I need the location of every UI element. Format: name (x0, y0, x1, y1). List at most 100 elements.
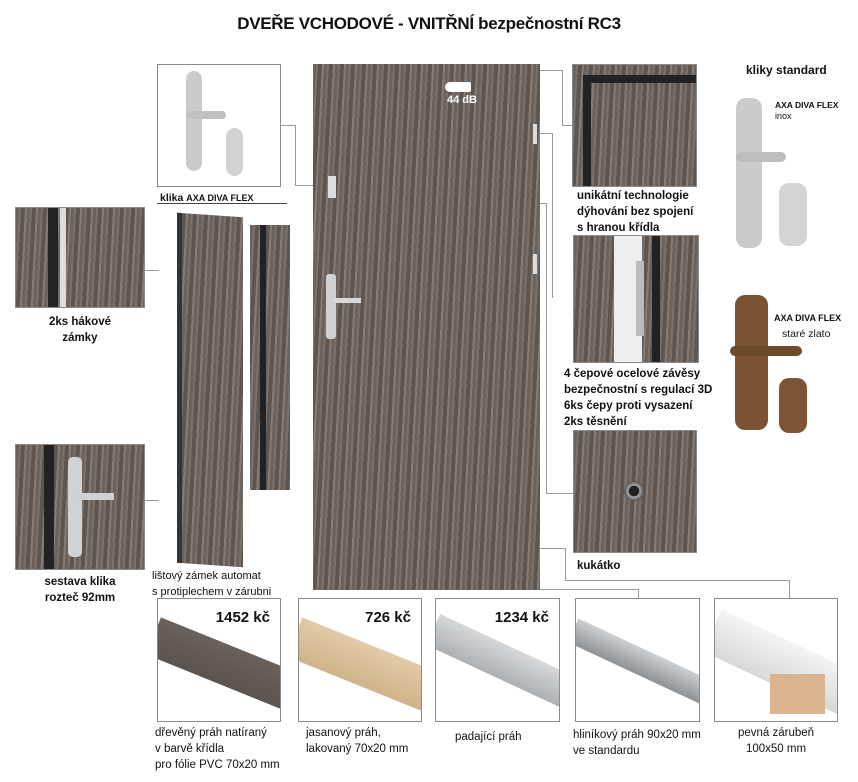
frame-edge (44, 445, 54, 569)
strip-lock-caption: lištový zámek automat s protiplechem v zá… (152, 568, 271, 600)
inox-escutcheon-icon (779, 183, 807, 246)
frame-image (250, 225, 290, 490)
divider (157, 203, 287, 204)
inox-handle-finish: inox (775, 111, 792, 121)
handle-caption: klika AXA DIVA FLEX (160, 190, 253, 206)
handle-set-image (15, 444, 145, 570)
connector-line (295, 185, 330, 186)
connector-line (565, 548, 566, 580)
caption-line: unikátní technologie (577, 190, 689, 202)
hook-lock-caption: 2ks hákové zámky (15, 314, 145, 346)
gold-handle-plate-icon (735, 295, 768, 430)
connector-line (546, 493, 573, 494)
handle-image-box (157, 64, 281, 187)
handle-caption-prefix: klika (160, 192, 184, 204)
caption-line: 100x50 mm (745, 743, 807, 755)
gold-handle-finish: staré zlato (782, 328, 831, 340)
caption-line: dřevěný práh natíraný (155, 727, 267, 739)
veneer-caption: unikátní technologie dýhování bez spojení… (577, 188, 693, 236)
connector-line (495, 589, 638, 590)
connector-line (552, 133, 553, 298)
hook-lock-image (15, 207, 145, 308)
connector-line (638, 589, 639, 598)
escutcheon-icon (226, 128, 243, 176)
handle-caption-brand: AXA DIVA FLEX (186, 193, 254, 203)
fixed-frame (714, 598, 838, 722)
frame-caption: pevná zárubeň 100x50 mm (714, 725, 838, 757)
threshold-image (299, 617, 421, 713)
caption-line: 4 čepové ocelové závěsy (564, 368, 701, 380)
door-side-image (177, 212, 243, 568)
caption-line: lakovaný 70x20 mm (306, 743, 409, 755)
page-title: DVEŘE VCHODOVÉ - VNITŘNÍ bezpečnostní RC… (237, 14, 621, 33)
connector-line (565, 580, 789, 581)
threshold-image (436, 613, 559, 709)
caption-line: 6ks čepy proti vysazení (564, 400, 693, 412)
hinge-icon (533, 254, 537, 274)
caption-line: bezpečnostní s regulací 3D (564, 384, 713, 396)
caption-line: pro fólie PVC 70x20 mm (155, 759, 280, 771)
handle-plate-icon (186, 71, 202, 171)
handle-lever-icon (333, 298, 361, 303)
caption-line: dýhování bez spojení (577, 206, 694, 218)
threshold-drop-down: 1234 kč (435, 598, 560, 722)
peephole-image (573, 430, 697, 553)
lock-plate-icon (328, 176, 336, 198)
frame-seal (652, 236, 660, 362)
threshold-caption: padající práh (455, 731, 522, 743)
connector-line (546, 203, 547, 493)
handle-plate-icon (68, 457, 82, 557)
handle-lever-icon (186, 111, 226, 119)
handle-lever-icon (74, 493, 114, 500)
caption-line: ve standardu (573, 745, 640, 757)
hinges-image (573, 235, 699, 363)
peephole-caption: kukátko (577, 560, 621, 572)
frame-seal (260, 225, 266, 490)
caption-line: 2ks těsnění (564, 416, 627, 428)
sound-rating: 44 dB (447, 94, 477, 106)
threshold-caption: hliníkový práh 90x20 mm ve standardu (573, 727, 701, 759)
price: 1452 kč (215, 609, 270, 626)
caption-line: zámky (62, 332, 98, 344)
caption-line: v barvě křídla (155, 743, 225, 755)
caption-line: pevná zárubeň (737, 727, 815, 739)
hinge-icon (636, 261, 644, 336)
lock-strip (177, 212, 182, 564)
peephole-icon (624, 481, 644, 501)
caption-line: hliníkový práh 90x20 mm (573, 729, 701, 741)
frame-edge (48, 208, 58, 307)
inox-handle-plate-icon (736, 98, 762, 248)
threshold-image (576, 618, 699, 706)
connector-line (562, 125, 574, 126)
threshold-caption: jasanový práh, lakovaný 70x20 mm (306, 725, 408, 757)
connector-line (540, 70, 562, 71)
caption-line: s protiplechem v zárubni (152, 586, 272, 598)
connector-line (540, 548, 565, 549)
caption-line: lištový zámek automat (152, 570, 261, 582)
threshold-caption: dřevěný práh natíraný v barvě křídla pro f… (155, 725, 280, 773)
threshold-wood-painted: 1452 kč (157, 598, 281, 722)
gold-handle-lever-icon (730, 346, 802, 356)
veneer-edge-image (572, 64, 697, 187)
connector-line (145, 500, 159, 501)
connector-line (295, 125, 296, 185)
caption-line: sestava klika (44, 576, 116, 588)
caption-line: jasanový práh, (306, 727, 381, 739)
sound-icon (445, 82, 471, 92)
threshold-image (158, 617, 280, 711)
caption-line: 2ks hákové (48, 316, 111, 328)
connector-line (562, 70, 563, 125)
threshold-aluminium (575, 598, 700, 722)
gold-escutcheon-icon (779, 378, 807, 433)
connector-line (145, 270, 159, 271)
price: 726 kč (365, 609, 411, 626)
seal-edge (583, 75, 591, 186)
inox-handle-lever-icon (736, 152, 786, 162)
connector-line (789, 580, 790, 598)
door-leaf-image: 44 dB (313, 64, 540, 590)
hinges-caption: 4 čepové ocelové závěsy bezpečnostní s re… (564, 366, 712, 430)
gold-handle-brand: AXA DIVA FLEX (774, 313, 842, 323)
lock-strip (60, 208, 66, 307)
